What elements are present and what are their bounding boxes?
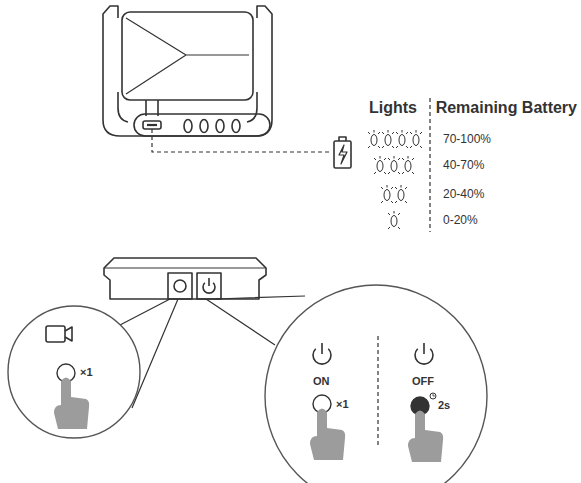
power-icon xyxy=(415,343,433,364)
led-icon xyxy=(410,130,422,148)
battery-icon xyxy=(339,137,346,141)
camera-icon xyxy=(46,326,65,342)
column-header: Lights xyxy=(369,99,417,117)
power-button xyxy=(197,273,221,299)
finger xyxy=(408,411,443,463)
power-callout: ON ×1 OFF 2s xyxy=(265,285,487,483)
callout-divider xyxy=(377,336,378,446)
press-count: ×1 xyxy=(336,398,349,410)
leader-line xyxy=(152,129,332,152)
led-icon xyxy=(402,156,414,174)
led-icon xyxy=(368,130,380,148)
usb-port xyxy=(147,124,157,126)
led xyxy=(184,120,192,133)
led-icon xyxy=(388,156,400,174)
panel-lines xyxy=(126,18,249,94)
power-icon xyxy=(313,343,331,364)
finger xyxy=(310,409,345,461)
callout-circle xyxy=(8,306,140,438)
led-icon xyxy=(381,185,393,203)
housing-side xyxy=(104,268,266,269)
camera-icon xyxy=(65,327,72,341)
column-header: Remaining Battery xyxy=(436,99,577,117)
led-icon xyxy=(388,211,400,229)
port-tabs xyxy=(146,100,158,116)
record-button xyxy=(168,273,192,299)
led-icon xyxy=(396,130,408,148)
clock-icon xyxy=(433,394,435,396)
battery-range: 0-20% xyxy=(443,214,478,227)
battery-icon xyxy=(339,145,347,164)
led-icon xyxy=(395,185,407,203)
housing-ear xyxy=(103,6,128,122)
housing-ear xyxy=(247,6,272,122)
record-button xyxy=(174,280,186,292)
battery-range: 40-70% xyxy=(443,159,484,172)
table-divider xyxy=(429,98,430,232)
led xyxy=(232,120,240,133)
housing-side xyxy=(104,258,266,299)
press-count: ×1 xyxy=(80,366,93,378)
battery-icon xyxy=(334,141,351,168)
callout-circle xyxy=(265,285,487,483)
usb-port xyxy=(143,121,161,129)
led-icon xyxy=(382,130,394,148)
indicator-bar xyxy=(134,114,270,136)
hold-duration: 2s xyxy=(438,399,450,411)
panel xyxy=(122,12,253,100)
record-callout: ×1 xyxy=(8,306,140,438)
clock-icon xyxy=(430,393,436,399)
housing xyxy=(103,60,272,136)
battery-range: 70-100% xyxy=(443,133,491,146)
power-icon xyxy=(203,278,215,293)
state-label: OFF xyxy=(412,375,434,387)
led xyxy=(216,120,224,133)
finger xyxy=(54,378,89,430)
led-icon xyxy=(374,156,386,174)
battery-range: 20-40% xyxy=(443,188,484,201)
state-label: ON xyxy=(313,375,330,387)
led xyxy=(200,120,208,133)
